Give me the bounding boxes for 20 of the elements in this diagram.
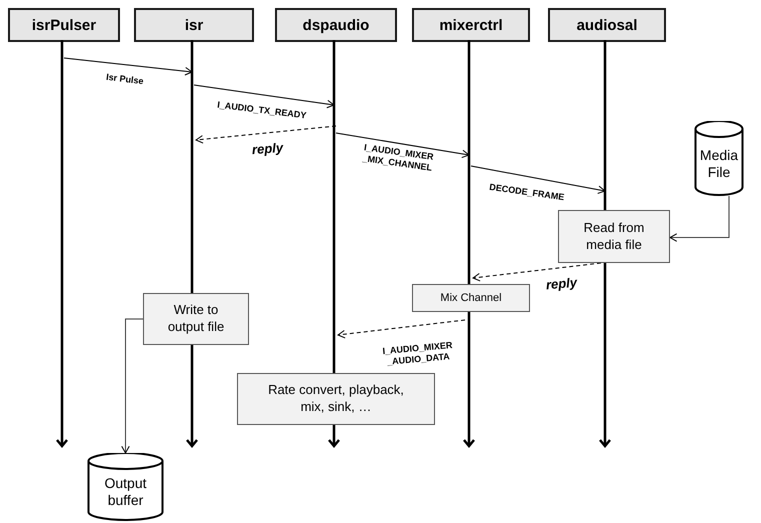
activation-box: Rate convert, playback, mix, sink, … (237, 373, 435, 425)
storage-label: Output buffer (103, 475, 148, 509)
activation-box: Write to output file (143, 293, 249, 345)
arrow (64, 58, 192, 76)
arrow (121, 318, 144, 454)
arrow (670, 196, 730, 242)
activation-box: Read from media file (558, 210, 670, 263)
dashed-arrow (196, 126, 336, 144)
dashed-arrow (472, 262, 602, 282)
participant-name: dspaudio (302, 16, 370, 34)
storage-label: Media File (698, 146, 740, 180)
arrow (194, 84, 334, 108)
arrow (336, 132, 470, 158)
participant-name: audiosal (576, 16, 638, 34)
activation-box: Mix Channel (412, 284, 530, 312)
arrow (470, 166, 606, 194)
dashed-arrow (338, 320, 466, 338)
participant-name: isr (184, 16, 204, 34)
participant-name: mixerctrl (439, 16, 503, 34)
participant-name: isrPulser (32, 16, 96, 34)
